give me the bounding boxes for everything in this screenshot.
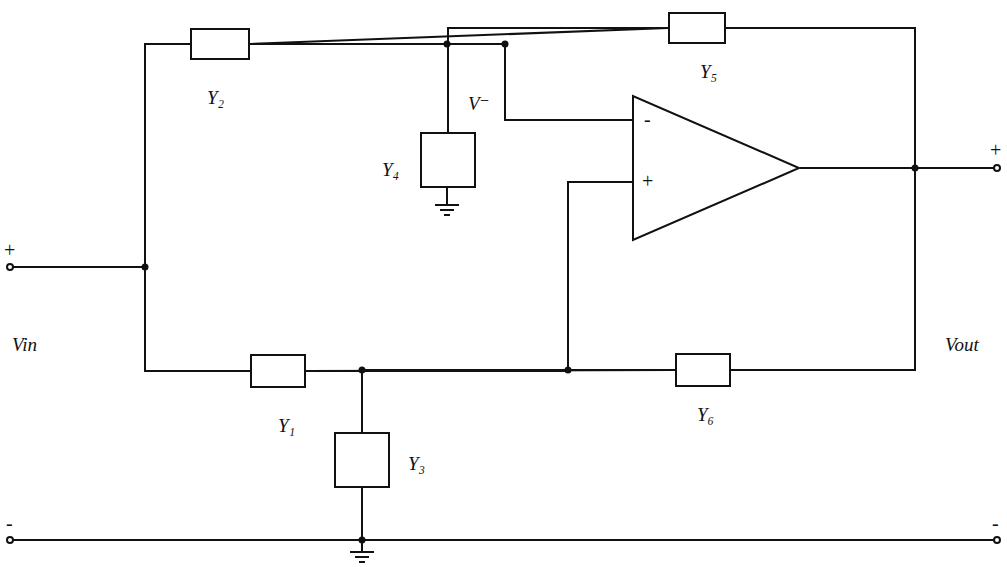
component-label: Y₆ [697,405,714,424]
terminal-sign: - [6,513,13,533]
wire [726,28,915,168]
admittance-box: Y₁ [250,354,306,388]
component-label: Y₁ [278,416,295,435]
admittance-box: Y₄ [420,132,476,188]
terminal [994,537,1000,543]
component-label: Y₅ [700,62,717,81]
op-amp: -+ [632,95,800,241]
op-amp-symbol [632,95,800,241]
wire [306,182,632,371]
signal-name: Vin [12,335,37,354]
ground-lead [446,188,448,205]
ground-lead [361,488,363,540]
terminal [7,537,13,543]
wire [362,182,632,432]
wire [250,28,668,44]
wire [306,371,362,432]
wire [250,44,632,120]
wire [145,44,250,371]
ground-rail [13,539,994,541]
input-wire [13,266,145,268]
input-sign: + [642,171,653,191]
component-label: Y₂ [207,88,224,107]
admittance-box: Y₃ [334,432,390,488]
terminal-sign: + [4,240,15,260]
admittance-box: Y₂ [190,28,250,60]
terminal [7,264,13,270]
terminal-sign: - [992,513,999,533]
admittance-box: Y₅ [668,12,726,44]
ground-symbol [350,552,374,562]
terminal [994,165,1000,171]
wire [362,370,675,432]
wire [731,168,915,370]
terminal-sign: + [990,140,1001,160]
signal-name: Vout [945,335,979,354]
input-sign: - [644,109,651,129]
junction-dot [359,537,366,544]
admittance-box: Y₆ [675,353,731,387]
ground-symbol [435,205,459,215]
component-label: Y₃ [408,454,425,473]
wire [250,44,448,132]
signal-name: V⁻ [468,94,490,113]
component-label: Y₄ [382,160,399,179]
wire [448,44,632,132]
